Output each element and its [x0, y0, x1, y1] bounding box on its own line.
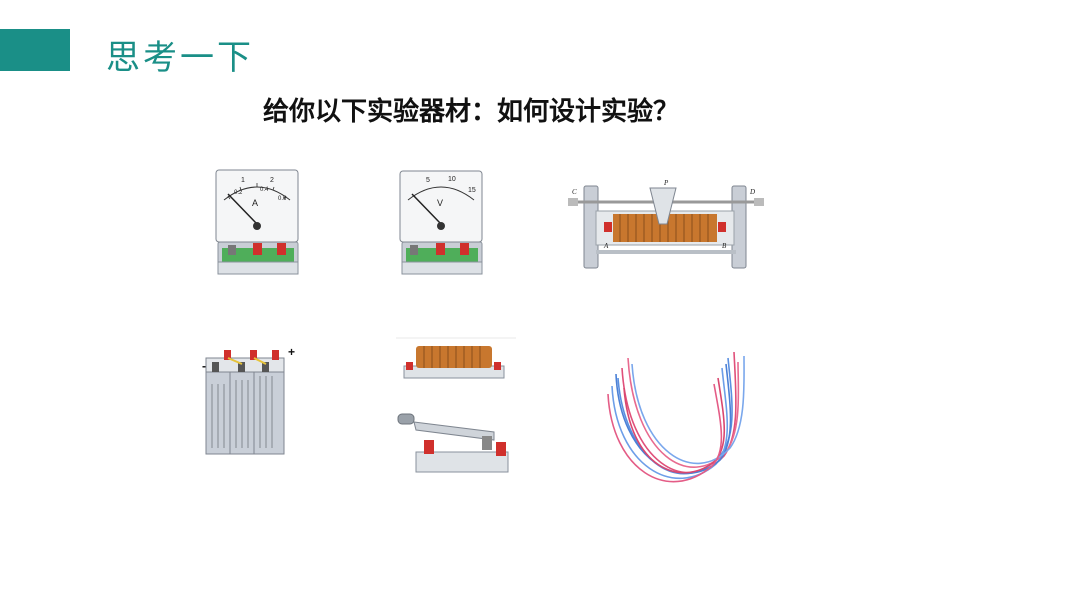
rheostat-label-c: C — [572, 188, 577, 196]
ammeter-scale-label: 0.6 — [278, 196, 287, 202]
voltmeter-image: 5 10 15 V — [396, 168, 488, 280]
rheostat-label-b: B — [722, 242, 727, 250]
rheostat-label-p: P — [663, 179, 669, 187]
connecting-wires-image — [598, 338, 754, 498]
voltmeter-unit-label: V — [437, 198, 443, 208]
voltmeter-scale-label: 5 — [426, 177, 430, 184]
knife-switch-image — [396, 406, 512, 478]
title-accent-bar — [0, 29, 70, 71]
rheostat-label-a: A — [603, 242, 609, 250]
voltmeter-scale-label: 10 — [448, 176, 456, 183]
ammeter-image: 1 2 0.2 0.4 0.6 A — [210, 166, 304, 280]
ammeter-scale-label: 2 — [270, 177, 274, 184]
ammeter-scale-label: 0.2 — [234, 190, 243, 196]
battery-pack-image: - + — [198, 344, 302, 462]
battery-minus-sign: - — [202, 359, 206, 373]
question-text: 给你以下实验器材：如何设计实验？ — [263, 97, 680, 127]
ammeter-scale-label: 0.4 — [260, 187, 269, 193]
fixed-resistor-image — [396, 336, 520, 384]
sliding-rheostat-image: C D P A B — [568, 178, 766, 270]
ammeter-scale-label: 1 — [241, 177, 245, 184]
ammeter-unit-label: A — [252, 198, 258, 208]
voltmeter-scale-label: 15 — [468, 187, 476, 194]
page-title: 思考一下 — [106, 38, 254, 78]
rheostat-label-d: D — [749, 188, 755, 196]
battery-plus-sign: + — [288, 345, 295, 359]
